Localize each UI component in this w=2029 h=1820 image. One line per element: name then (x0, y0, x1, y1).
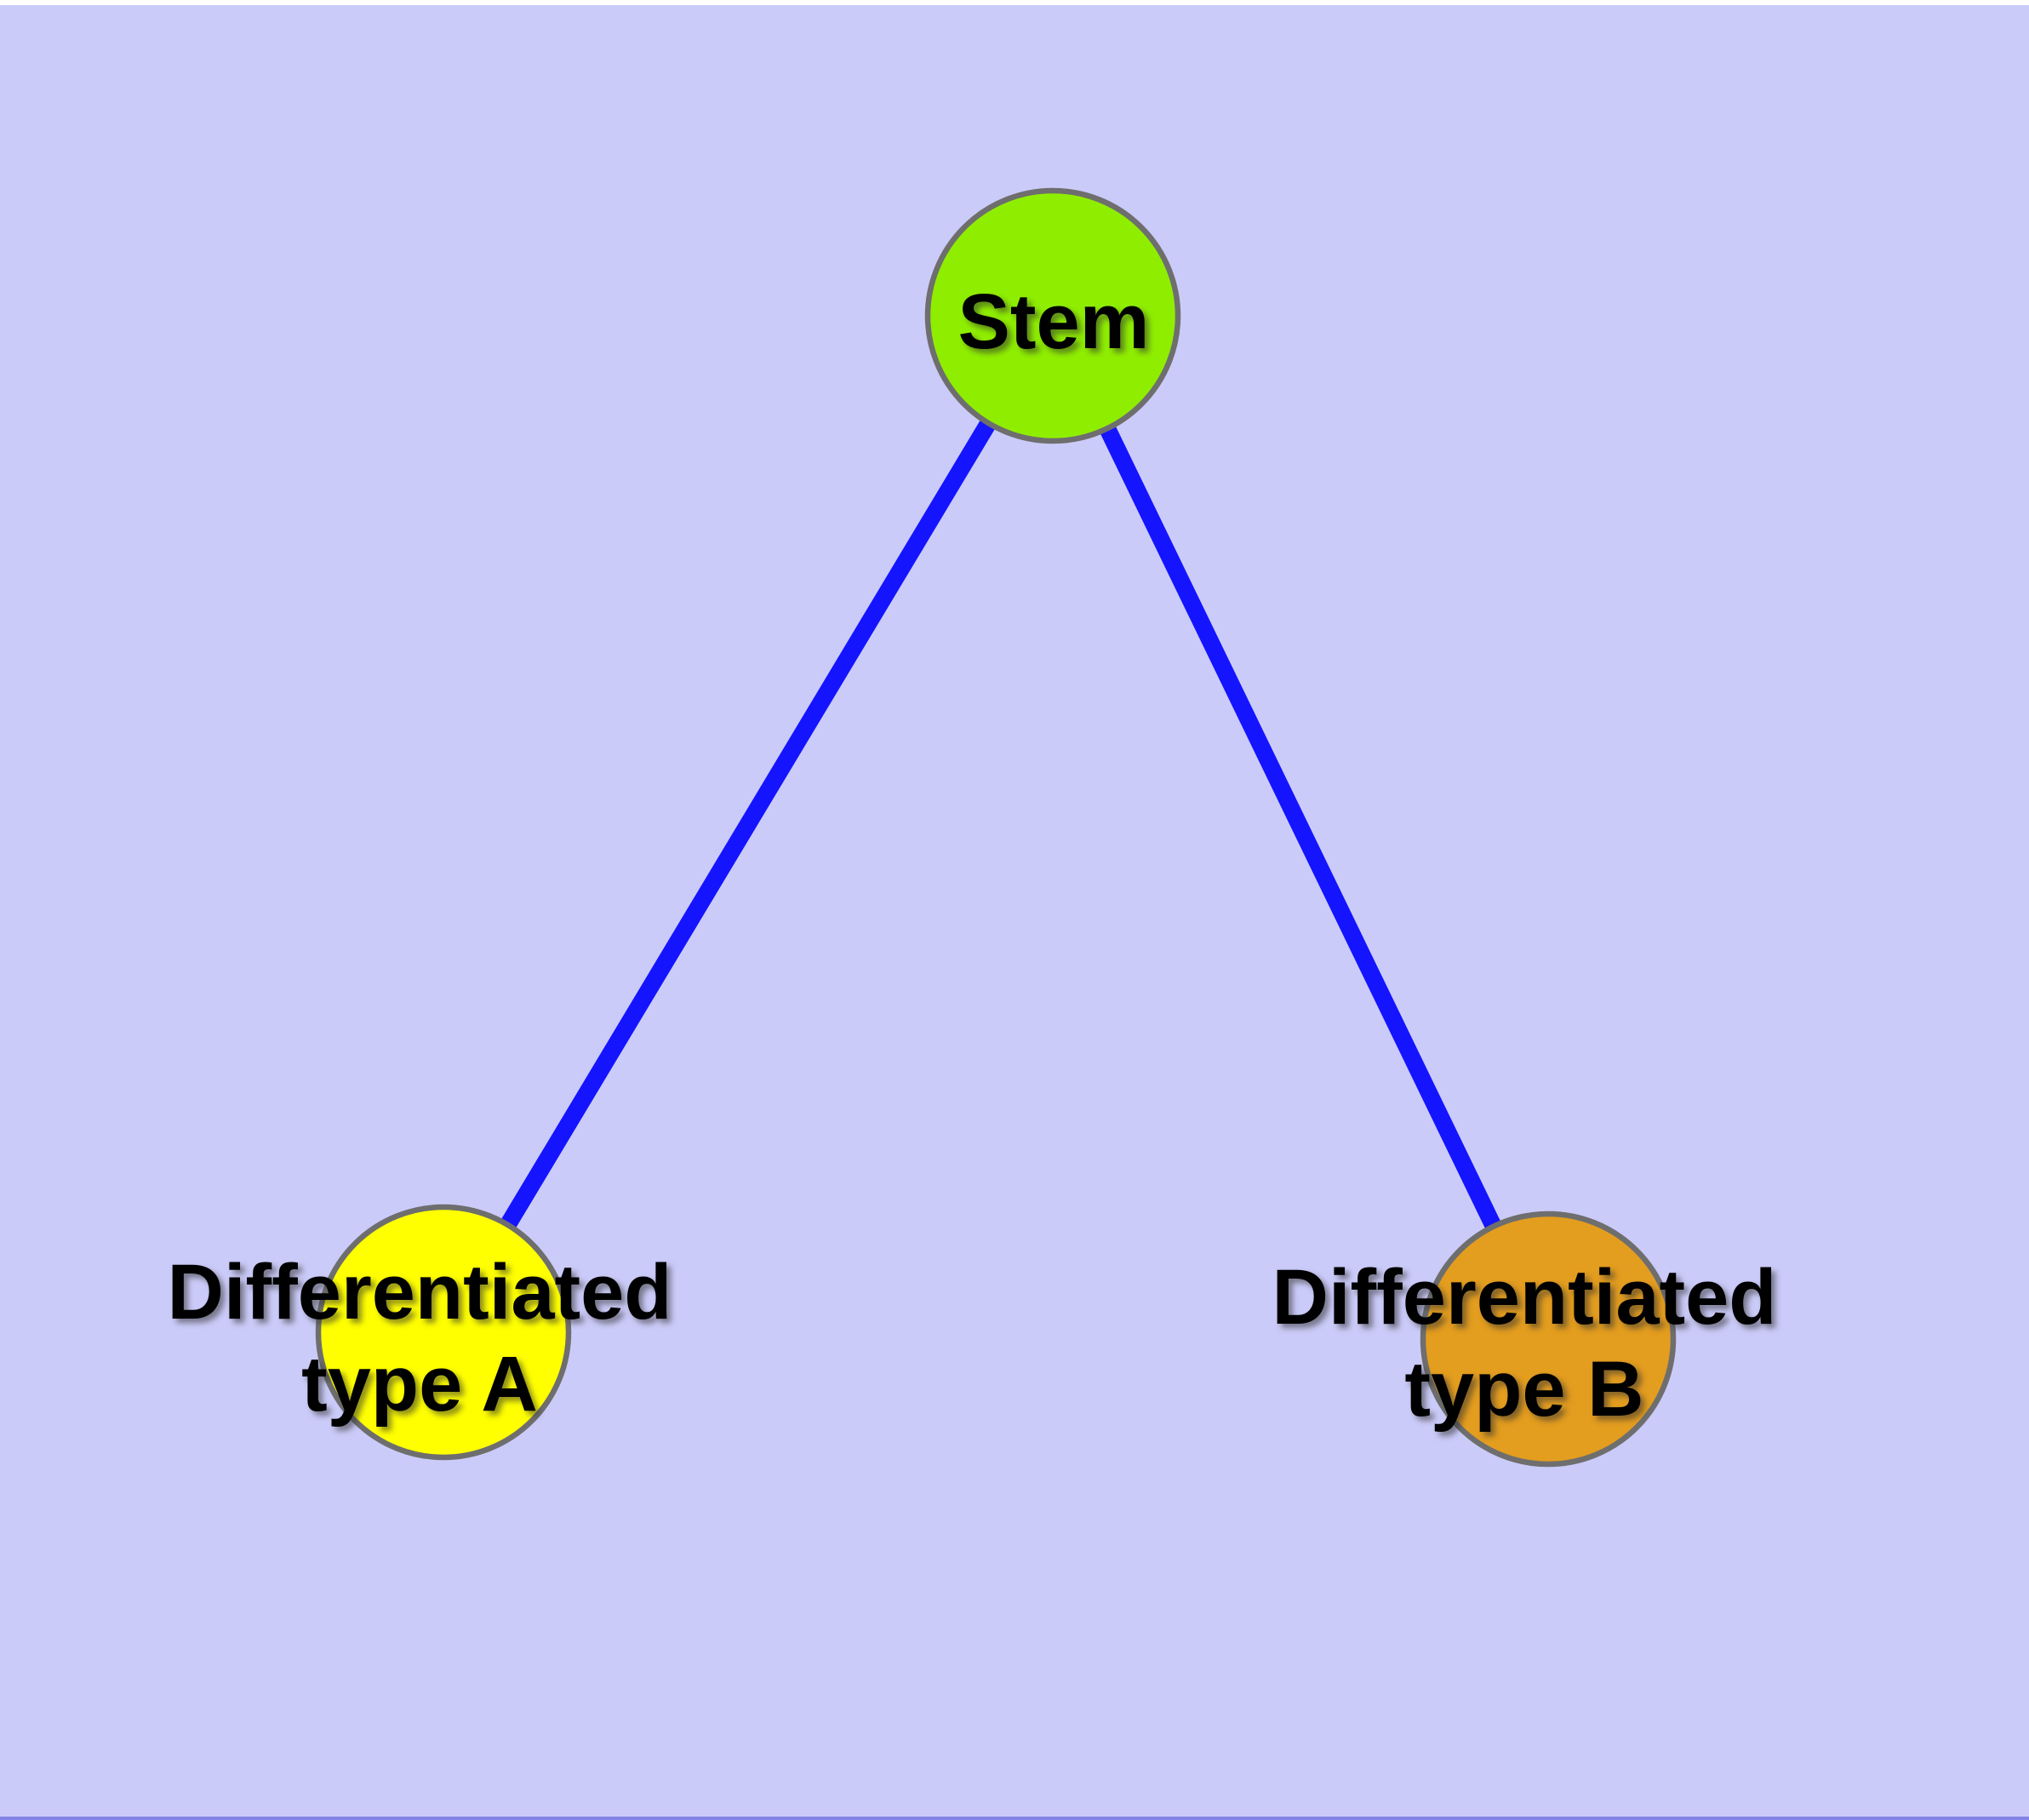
bottom-edge-strip (0, 1817, 2029, 1820)
node-type-a-label-line-2: type A (301, 1341, 538, 1428)
node-stem-circle (924, 187, 1181, 444)
node-type-b-label-line-2: type B (1404, 1346, 1644, 1433)
node-type-a-circle (315, 1204, 572, 1461)
node-type-a-label: Differentiated type A (168, 1246, 672, 1430)
edge-stem-to-type-a (436, 311, 1060, 1337)
node-stem-label-line: Stem (957, 278, 1150, 365)
edge-stem-to-type-b (1044, 312, 1557, 1343)
node-type-b-circle (1420, 1210, 1677, 1468)
node-type-b-label-line-1: Differentiated (1272, 1254, 1777, 1341)
node-type-b-label: Differentiated type B (1272, 1251, 1777, 1435)
node-stem-label: Stem (958, 276, 1150, 368)
node-type-a-label-line-1: Differentiated (167, 1249, 672, 1336)
